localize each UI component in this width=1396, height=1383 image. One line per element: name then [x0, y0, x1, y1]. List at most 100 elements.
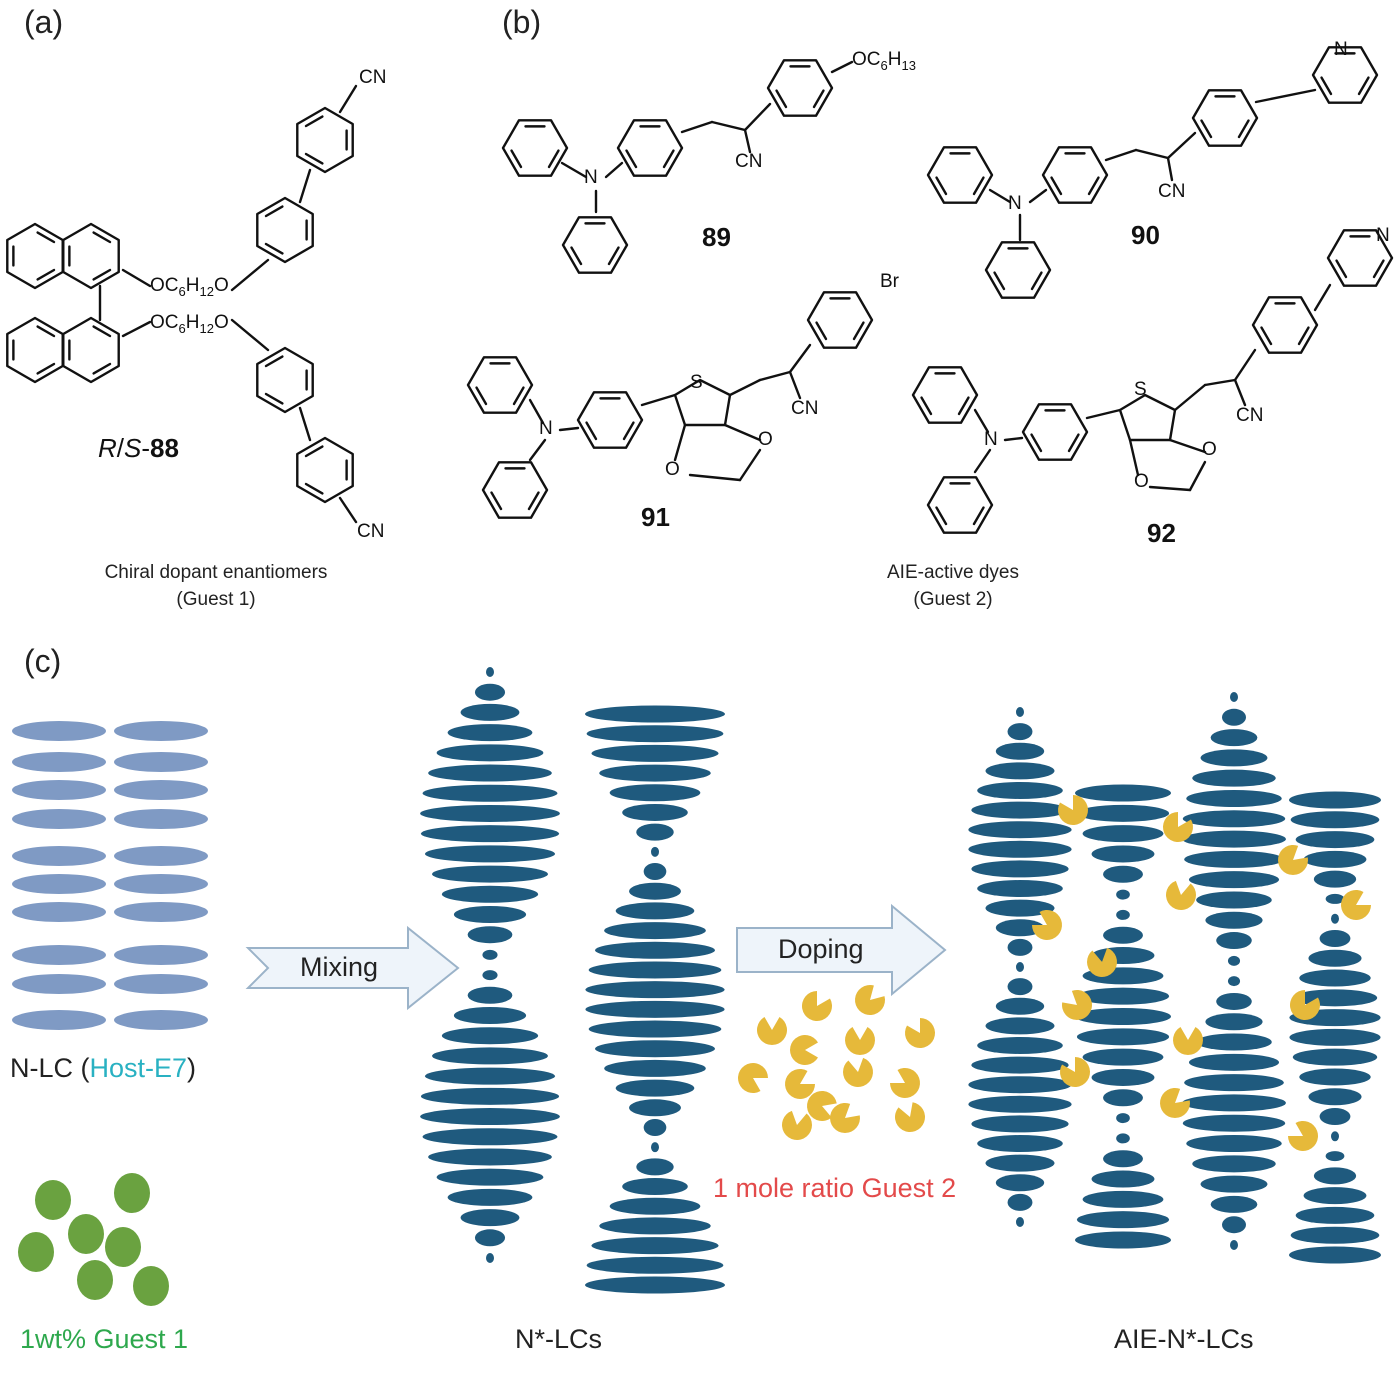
- guest2-particle: [1062, 989, 1093, 1020]
- lc-molecule: [1200, 1175, 1268, 1193]
- bond: [972, 506, 985, 526]
- chiral-nematic-helix-1: [420, 667, 560, 1263]
- lc-molecule: [447, 1188, 533, 1206]
- lc-molecule: [1103, 865, 1143, 883]
- bond: [1203, 378, 1237, 387]
- lc-molecule: [1308, 949, 1362, 967]
- benzene-ring: [256, 196, 314, 264]
- lc-molecule: [599, 764, 711, 782]
- lc-molecule: [1331, 1131, 1339, 1142]
- lc-molecule: [424, 1067, 556, 1085]
- bond: [788, 343, 812, 374]
- benzene-ring: [1251, 296, 1319, 354]
- benzene-ring: [911, 366, 979, 424]
- oxygen-92-left: O: [1134, 471, 1149, 492]
- bond: [304, 115, 324, 128]
- lc-molecule: [1299, 969, 1371, 987]
- panel-label-c: (c): [24, 643, 62, 679]
- guest1-particle: [77, 1260, 113, 1300]
- lc-molecule: [1076, 1028, 1170, 1046]
- bond: [338, 496, 358, 524]
- bond: [298, 168, 312, 204]
- lc-molecule: [1313, 1167, 1357, 1185]
- aie-chiral-nematic-helices: [968, 692, 1381, 1264]
- bond: [304, 152, 324, 165]
- benzene-ring: [62, 316, 120, 384]
- mixing-arrow: [245, 925, 460, 1011]
- bond: [512, 386, 525, 406]
- lc-molecule: [447, 724, 533, 742]
- lc-molecule: [985, 762, 1055, 780]
- guest2-particle: [895, 1102, 925, 1133]
- bond: [230, 258, 270, 292]
- lc-molecule: [1076, 1211, 1170, 1229]
- guest2-particle: [855, 985, 886, 1016]
- host-molecule: [114, 721, 208, 741]
- nlc-label: N-LC (Host-E7): [10, 1053, 197, 1083]
- lc-molecule: [1007, 1193, 1033, 1211]
- lc-molecule: [971, 801, 1069, 819]
- lc-molecule: [609, 1197, 701, 1215]
- lc-molecule: [1186, 789, 1282, 807]
- lc-molecule: [1325, 893, 1345, 904]
- lc-molecule: [1196, 891, 1272, 909]
- bond: [36, 231, 56, 244]
- bond: [304, 482, 324, 495]
- bromo-label-91: Br: [880, 271, 899, 292]
- bond: [1148, 485, 1192, 492]
- lc-molecule: [436, 1168, 544, 1186]
- lc-molecule: [1182, 1094, 1286, 1112]
- lc-molecule: [1290, 1226, 1380, 1244]
- lc-molecule: [1292, 989, 1378, 1007]
- guest2-particle: [845, 1027, 876, 1056]
- bond: [527, 491, 540, 511]
- chemical-structures: [6, 46, 1394, 534]
- lc-molecule: [985, 1154, 1055, 1172]
- benzene-ring: [1021, 403, 1089, 461]
- lc-molecule: [1313, 870, 1357, 888]
- host-molecule: [114, 846, 208, 866]
- lc-molecule: [995, 1174, 1045, 1192]
- guest2-amount-label: 1 mole ratio Guest 2: [713, 1173, 957, 1203]
- cn-label-90: CN: [1158, 181, 1186, 202]
- bond: [622, 421, 635, 441]
- benzene-ring: [501, 119, 569, 177]
- bond: [812, 89, 825, 109]
- guest2-particle: [1087, 947, 1118, 978]
- lc-molecule: [432, 865, 548, 883]
- lc-molecule: [636, 823, 674, 841]
- bond: [1254, 88, 1317, 104]
- bond: [1003, 436, 1024, 442]
- lc-molecule: [1103, 1089, 1143, 1107]
- lc-molecule: [1075, 784, 1171, 802]
- lc-molecule: [1295, 831, 1375, 849]
- panel-label-b: (b): [502, 4, 542, 40]
- lc-molecule: [985, 1017, 1055, 1035]
- lc-molecule: [1188, 1053, 1280, 1071]
- bond: [1134, 148, 1170, 160]
- guest1-particles: [18, 1173, 169, 1306]
- bond: [830, 60, 854, 74]
- benzene-ring: [296, 106, 354, 174]
- guest2-particle: [807, 1091, 837, 1122]
- bond: [1030, 433, 1043, 453]
- bond: [264, 355, 284, 368]
- lc-molecule: [604, 1059, 706, 1077]
- lc-molecule: [486, 667, 494, 677]
- guest2-particle: [1160, 1088, 1190, 1119]
- guest1-particle: [68, 1214, 104, 1254]
- lc-molecule: [1295, 1206, 1375, 1224]
- bond: [852, 321, 865, 341]
- benzene-ring: [6, 222, 64, 290]
- lc-molecule: [1184, 850, 1284, 868]
- bond: [710, 120, 747, 132]
- benzene-ring: [926, 476, 994, 534]
- lc-molecule: [1182, 810, 1286, 828]
- guest1-amount-label: 1wt% Guest 1: [20, 1324, 189, 1354]
- lc-molecule: [971, 1056, 1069, 1074]
- lc-molecule: [1075, 1008, 1171, 1025]
- lc-molecule: [968, 821, 1072, 839]
- bond: [1166, 156, 1174, 182]
- bond: [1166, 131, 1197, 160]
- lc-molecule: [1319, 929, 1351, 947]
